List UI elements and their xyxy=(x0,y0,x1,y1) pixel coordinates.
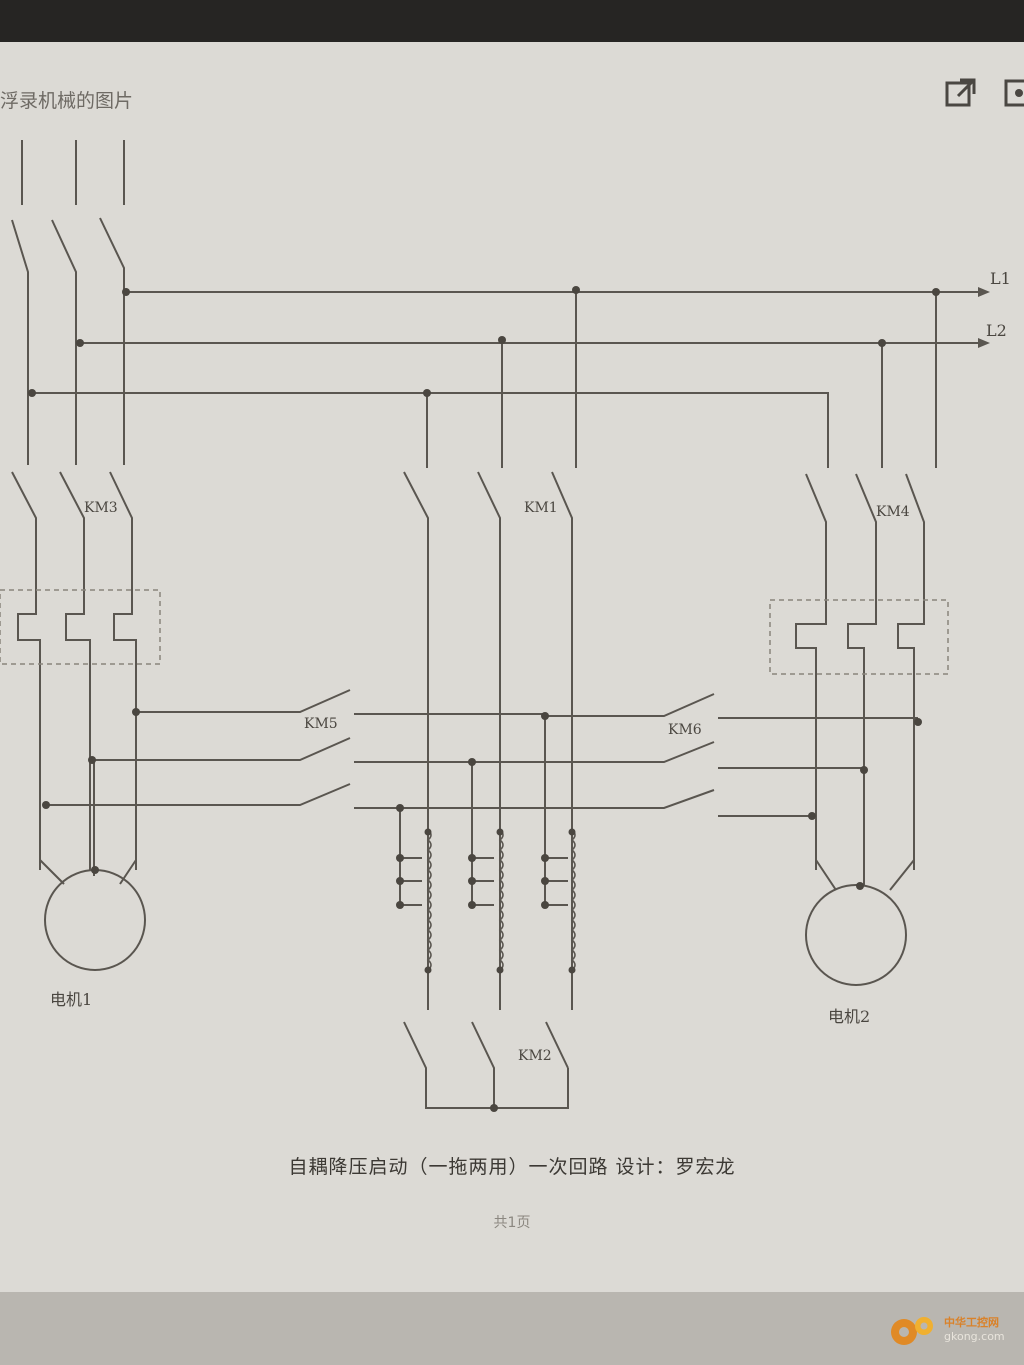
km3-contact-1 xyxy=(11,471,37,590)
open-external-button[interactable] xyxy=(944,74,978,112)
km1-contact-3 xyxy=(551,471,573,1010)
watermark-title: 中华工控网 xyxy=(944,1316,999,1329)
label-km2: KM2 xyxy=(518,1048,552,1064)
l2-arrow-icon xyxy=(978,338,990,348)
km3-contact-2 xyxy=(59,471,85,590)
km2-contact-1 xyxy=(403,1021,569,1109)
motor-2 xyxy=(805,884,907,986)
panel-button[interactable] xyxy=(1004,74,1024,112)
label-km6: KM6 xyxy=(668,722,702,738)
document-title: 浮录机械的图片 xyxy=(0,90,134,112)
km5-pole-1 xyxy=(136,689,545,715)
breaker-pole-2 xyxy=(51,140,77,465)
page-indicator: 共1页 xyxy=(493,1215,531,1231)
label-l1: L1 xyxy=(990,269,1011,288)
watermark-url: gkong.com xyxy=(944,1330,1005,1343)
km4-contact-3 xyxy=(905,473,925,598)
motor-1 xyxy=(44,869,146,971)
autotransformer-coil-2 xyxy=(498,829,504,971)
km4-contact-2 xyxy=(855,473,877,598)
km6-pole-3 xyxy=(400,789,812,817)
km5-pole-2 xyxy=(92,737,472,763)
label-km5: KM5 xyxy=(304,716,338,732)
label-km3: KM3 xyxy=(84,500,118,516)
site-watermark: 中华工控网 gkong.com xyxy=(886,1306,1020,1358)
km5-pole-3 xyxy=(46,783,400,809)
busbar-l3 xyxy=(32,392,829,468)
label-motor-2: 电机2 xyxy=(828,1007,870,1026)
km4-contact-1 xyxy=(805,473,827,598)
l1-arrow-icon xyxy=(978,287,990,297)
document-viewer xyxy=(0,42,1024,1292)
panel-icon xyxy=(1004,79,1024,107)
km2-contact-2 xyxy=(471,1021,495,1108)
breaker-pole-1 xyxy=(11,140,29,465)
gear-icon xyxy=(891,1317,933,1345)
diagram-caption: 自耦降压启动（一拖两用）一次回路 设计：罗宏龙 xyxy=(288,1156,736,1178)
autotransformer-coil-1 xyxy=(426,829,432,971)
km1-contact-1 xyxy=(403,471,429,1010)
breaker-pole-3 xyxy=(99,140,125,465)
label-km4: KM4 xyxy=(876,504,910,520)
km6-pole-2 xyxy=(472,741,864,769)
km1-contact-2 xyxy=(477,471,501,1010)
km2-contact-3 xyxy=(545,1021,569,1069)
autotransformer-coil-3 xyxy=(570,829,576,971)
label-motor-1: 电机1 xyxy=(50,990,92,1009)
label-km1: KM1 xyxy=(524,500,558,516)
label-l2: L2 xyxy=(986,321,1007,340)
bottom-bar xyxy=(0,1292,1024,1365)
km3-contact-3 xyxy=(109,471,133,590)
external-link-icon xyxy=(945,78,976,107)
km6-pole-1 xyxy=(545,693,918,719)
